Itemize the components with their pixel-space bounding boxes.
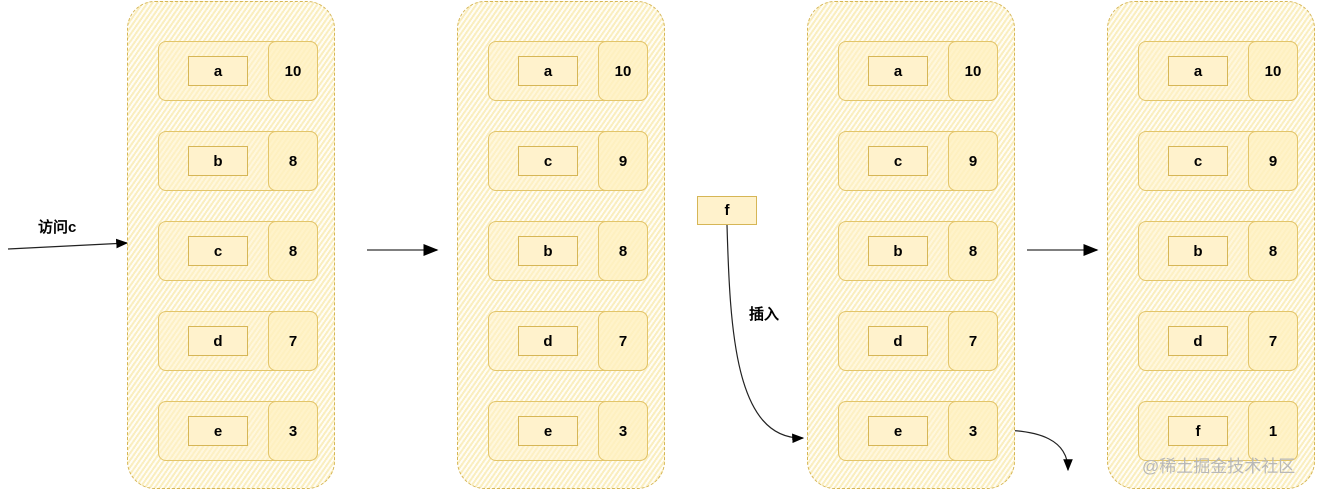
node-value: 9 (598, 131, 648, 191)
node-key: c (1168, 146, 1228, 176)
node-value: 7 (948, 311, 998, 371)
access-arrow (7, 238, 129, 250)
watermark: @稀土掘金技术社区 (1142, 457, 1296, 476)
node-key: d (188, 326, 248, 356)
node-key: b (188, 146, 248, 176)
node-key: b (1168, 236, 1228, 266)
node-value: 10 (1248, 41, 1298, 101)
node-value: 1 (1248, 401, 1298, 461)
node-key: c (518, 146, 578, 176)
node-value: 9 (1248, 131, 1298, 191)
node-key: a (188, 56, 248, 86)
node-key: c (188, 236, 248, 266)
node-value: 8 (948, 221, 998, 281)
node-key: b (518, 236, 578, 266)
node-key: c (868, 146, 928, 176)
node-key: d (1168, 326, 1228, 356)
node: a 10 (158, 41, 318, 101)
node-value: 10 (948, 41, 998, 101)
node-value: 10 (598, 41, 648, 101)
insert-label: 插入 (749, 306, 780, 323)
node-value: 8 (268, 131, 318, 191)
node-key: e (188, 416, 248, 446)
node-key: a (518, 56, 578, 86)
node-value: 10 (268, 41, 318, 101)
node-value: 7 (268, 311, 318, 371)
access-label: 访问c (38, 219, 77, 236)
node-key: e (518, 416, 578, 446)
insert-arrow (726, 224, 805, 444)
node-value: 8 (598, 221, 648, 281)
node-key: b (868, 236, 928, 266)
new-node-f: f (697, 196, 757, 225)
node: a 10 (488, 41, 648, 101)
node-value: 3 (948, 401, 998, 461)
node-key: a (1168, 56, 1228, 86)
node: a 10 (838, 41, 998, 101)
node-value: 8 (1248, 221, 1298, 281)
node-value: 7 (598, 311, 648, 371)
node: a 10 (1138, 41, 1298, 101)
node-value: 3 (598, 401, 648, 461)
node-key: a (868, 56, 928, 86)
node-key: d (868, 326, 928, 356)
node-value: 9 (948, 131, 998, 191)
node-key: d (518, 326, 578, 356)
node-value: 7 (1248, 311, 1298, 371)
node-key: f (1168, 416, 1228, 446)
node-value: 8 (268, 221, 318, 281)
node-key: e (868, 416, 928, 446)
node-value: 3 (268, 401, 318, 461)
